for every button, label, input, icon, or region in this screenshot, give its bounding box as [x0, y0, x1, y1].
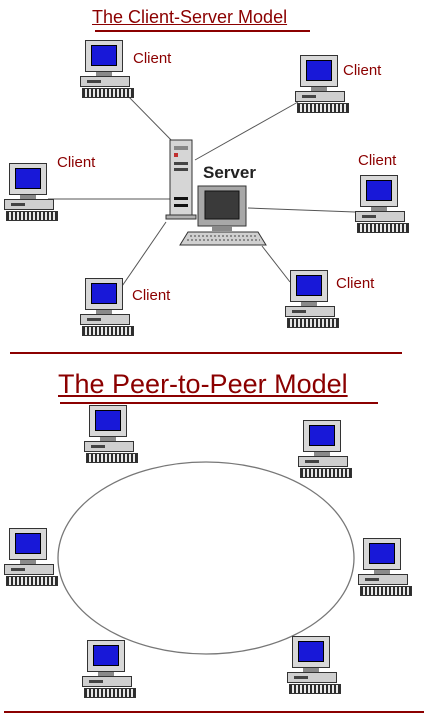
client-label: Client	[336, 275, 375, 292]
monitor-icon	[197, 185, 247, 231]
link-client-bottom-right	[261, 245, 291, 283]
peer-ring	[57, 461, 355, 655]
client-label: Client	[133, 50, 172, 67]
client-computer-icon	[295, 55, 351, 117]
client-computer-icon	[4, 163, 60, 225]
link-client-top-left	[123, 91, 177, 146]
client-computer-icon	[80, 278, 136, 340]
client-label: Client	[358, 152, 397, 169]
client-computer-icon	[285, 270, 341, 332]
client-computer-icon	[355, 175, 411, 237]
peer-computer-icon	[4, 528, 60, 590]
client-server-title: The Client-Server Model	[92, 7, 288, 27]
link-client-bottom-left	[117, 221, 167, 293]
client-computer-icon	[80, 40, 136, 102]
peer-computer-icon	[82, 640, 138, 702]
server-tower-icon	[165, 139, 197, 220]
peer-to-peer-title-underline	[60, 402, 378, 404]
bottom-divider	[4, 711, 424, 713]
section-divider	[10, 352, 402, 354]
peer-computer-icon	[287, 636, 343, 698]
peer-computer-icon	[358, 538, 414, 600]
link-client-mid-right	[247, 207, 356, 213]
client-label: Client	[343, 62, 382, 79]
peer-computer-icon	[298, 420, 354, 482]
keyboard-icon	[179, 231, 267, 246]
peer-computer-icon	[84, 405, 140, 467]
link-client-top-right	[194, 101, 299, 161]
client-label: Client	[132, 287, 171, 304]
server-label: Server	[203, 163, 256, 182]
client-server-title-underline	[95, 30, 310, 32]
peer-to-peer-title: The Peer-to-Peer Model	[58, 369, 348, 399]
server	[165, 139, 267, 246]
client-label: Client	[57, 154, 96, 171]
